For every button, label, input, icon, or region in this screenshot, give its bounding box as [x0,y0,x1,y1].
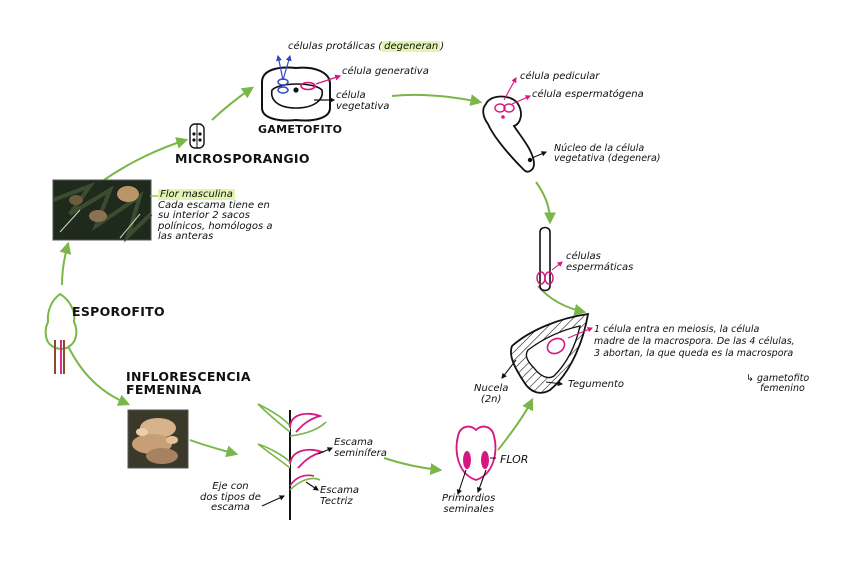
label-celula-vegetativa: célula vegetativa [336,90,390,112]
nucela-line1: Nucela [474,383,509,394]
label-celulas-espermaticas: células espermáticas [566,251,634,273]
celulas-espermaticas-line1: células [566,251,601,262]
ovule-icon [510,312,590,394]
flor-masculina-desc-line1: Cada escama tiene en [158,199,270,211]
female-axis-icon [257,403,327,520]
gametofito-icon [261,66,331,122]
celulas-protalicas-highlight: degeneran [382,41,441,52]
microsporangio-icon [189,123,205,149]
celulas-protalicas-close: ) [440,41,445,52]
label-celula-espermatogena: célula espermatógena [532,89,644,100]
escama-tectriz-line1: Escama [320,485,360,496]
primordios-line1: Primordios [442,493,496,504]
nucela-line2: (2n) [480,393,502,405]
female-flower-icon [455,425,497,481]
label-meiosis: 1 célula entra en meiosis, la célula mad… [594,324,795,360]
meiosis-line1: 1 célula entra en meiosis, la célula [594,324,760,335]
label-escama-tectriz: Escama Tectriz [320,485,360,507]
label-escama-seminifera: Escama seminífera [334,437,387,459]
label-eje: Eje con dos tipos de escama [200,481,261,514]
male-cone-photo [52,179,153,243]
label-gametofito-femenino: ↳ gametofito femenino [746,374,809,394]
celula-vegetativa-line2: vegetativa [336,100,390,112]
tree-icon [44,292,78,374]
label-celula-pedicular: célula pedicular [520,71,600,82]
escama-seminifera-line2: seminífera [334,447,387,459]
nucleo-vegetativa-line2: vegetativa (degenera) [554,152,661,164]
label-nucleo-vegetativa: Núcleo de la célula vegetativa (degenera… [554,144,660,164]
arrow-inflorescencia-to-eje [189,439,239,458]
arrow-gametofito-to-polen [391,93,483,107]
arrow-escama-to-flor [383,457,443,476]
gametofito-femenino-line2: femenino [760,382,805,394]
arrow-polen-to-espermaticas [535,181,556,225]
arrow-flor-to-microsporangio [103,137,189,181]
escama-tectriz-line2: Tectriz [320,495,353,507]
escama-seminifera-line1: Escama [334,437,374,448]
sperm-cells-icon [536,226,554,292]
arrow-esporofito-to-inflorescencia [67,345,131,406]
primordios-line2: seminales [443,503,494,515]
flor-masculina-desc-line3: polínicos, homólogos a [158,220,273,232]
celulas-protalicas-text: células protálicas ( [288,41,383,52]
meiosis-line3: 3 abortan, la que queda es la macrospora [594,347,794,359]
label-inflorescencia-line2: FEMENINA [126,382,202,398]
flor-masculina-desc-line2: su interior 2 sacos [158,210,250,221]
label-gametofito: GAMETOFITO [258,123,343,136]
female-inflorescence-photo [127,409,189,469]
label-esporofito: ESPOROFITO [72,304,165,319]
label-tegumento: Tegumento [568,379,624,390]
eje-line1: Eje con [212,481,249,492]
eje-line3: escama [211,502,250,513]
gametofito-femenino-line1: ↳ gametofito [746,373,810,384]
label-flor: FLOR [500,453,529,466]
label-celula-generativa: célula generativa [342,66,429,77]
celulas-espermaticas-line2: espermáticas [566,261,634,273]
nucleo-vegetativa-line1: Núcleo de la célula [554,143,645,154]
arrow-microsporangio-to-gametofito [211,86,254,121]
label-nucela: Nucela (2n) [474,383,509,405]
pollen-tube-icon [482,95,535,173]
eje-line2: dos tipos de [200,491,261,503]
label-primordios-seminales: Primordios seminales [442,493,496,515]
label-celulas-protalicas: células protálicas (degeneran) [288,41,445,53]
label-flor-masculina: Flor masculina Cada escama tiene en su i… [158,189,273,243]
arrow-flor-to-ovulo [497,397,534,451]
label-inflorescencia-line1: INFLORESCENCIA [126,369,251,384]
label-inflorescencia-femenina: INFLORESCENCIA FEMENINA [126,370,251,396]
celula-vegetativa-line1: célula [336,90,366,101]
arrow-esporofito-to-flor [59,241,72,286]
meiosis-line2: madre de la macrospora. De las 4 células… [594,335,795,347]
flor-masculina-title: Flor masculina [158,189,235,200]
label-microsporangio: MICROSPORANGIO [175,151,310,166]
flor-masculina-desc-line4: las anteras [158,231,214,242]
